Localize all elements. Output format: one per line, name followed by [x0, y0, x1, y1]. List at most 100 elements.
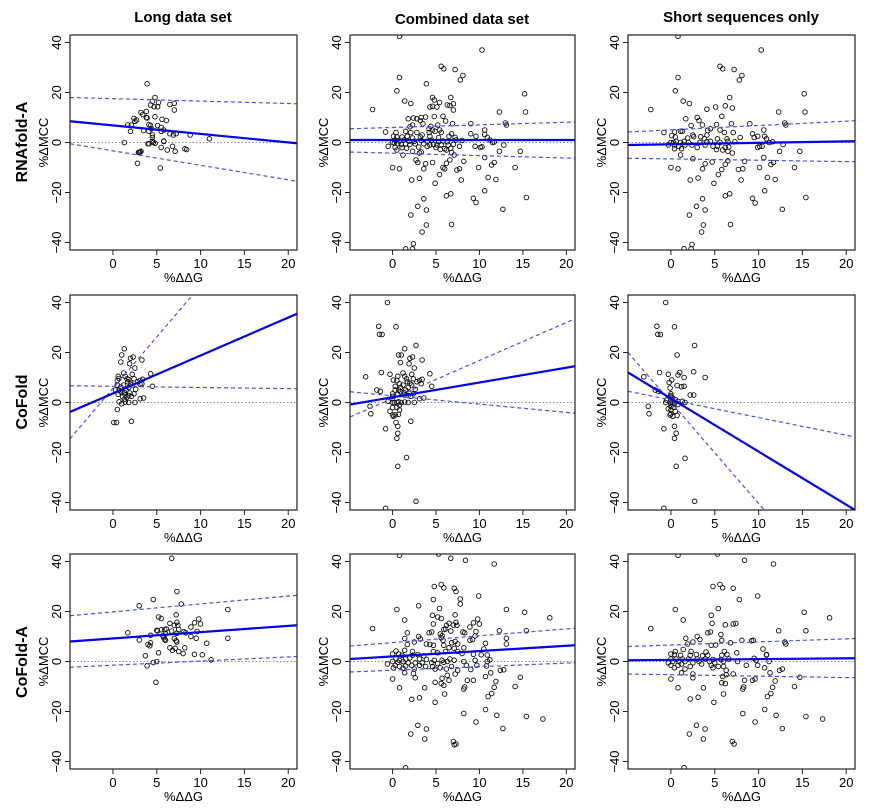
- data-point: [154, 628, 161, 634]
- data-point: [389, 658, 396, 665]
- data-point: [709, 620, 715, 627]
- data-point: [721, 129, 728, 136]
- y-tick-label: 0: [49, 658, 64, 665]
- data-point: [422, 161, 429, 167]
- data-point: [206, 136, 213, 142]
- data-point: [661, 129, 667, 136]
- data-point: [401, 399, 408, 405]
- data-point: [704, 106, 710, 113]
- data-point: [423, 726, 430, 732]
- y-axis-label: %ΔMCC: [316, 118, 331, 168]
- y-tick-label: 20: [607, 604, 622, 618]
- data-point: [783, 641, 789, 647]
- y-axis-label: %ΔMCC: [594, 637, 609, 687]
- confidence-band-upper: [350, 627, 575, 647]
- data-point: [385, 143, 391, 150]
- data-point: [701, 136, 708, 142]
- confidence-band-lower: [350, 662, 575, 673]
- data-point: [479, 144, 485, 150]
- y-tick-label: −40: [329, 231, 344, 253]
- data-point: [132, 399, 138, 406]
- data-point: [453, 619, 459, 626]
- data-point: [143, 108, 150, 115]
- data-point: [428, 629, 435, 635]
- data-point: [127, 355, 134, 362]
- confidence-band-lower: [350, 151, 575, 159]
- data-point: [423, 207, 430, 213]
- y-axis-label: %ΔMCC: [316, 637, 331, 687]
- data-point: [397, 359, 404, 366]
- data-point: [439, 675, 445, 682]
- data-point: [171, 622, 178, 629]
- x-tick-label: 15: [237, 256, 251, 271]
- data-point: [740, 684, 747, 690]
- data-point: [409, 648, 416, 655]
- data-point: [113, 419, 120, 426]
- data-point: [154, 658, 160, 665]
- data-point: [448, 94, 454, 101]
- data-point: [731, 66, 737, 73]
- x-tick-label: 10: [193, 256, 207, 271]
- data-point: [389, 164, 396, 171]
- data-point: [157, 165, 164, 171]
- data-point: [467, 624, 473, 630]
- data-point: [725, 148, 731, 155]
- data-point: [693, 203, 700, 210]
- data-point: [164, 147, 171, 153]
- data-point: [409, 246, 416, 250]
- data-point: [728, 120, 735, 127]
- data-point: [470, 677, 477, 684]
- data-point: [671, 665, 678, 671]
- data-point: [547, 615, 553, 621]
- data-point: [161, 636, 168, 643]
- y-tick-label: −40: [607, 491, 622, 513]
- data-point: [461, 630, 468, 636]
- data-point: [174, 588, 180, 595]
- data-point: [665, 406, 672, 412]
- data-point: [668, 164, 674, 171]
- data-point: [416, 695, 423, 701]
- data-point: [369, 625, 376, 632]
- data-point: [467, 637, 473, 644]
- regression-line: [70, 120, 297, 145]
- x-tick-label: 15: [795, 775, 809, 790]
- y-tick-label: −20: [607, 181, 622, 203]
- data-point: [476, 621, 483, 627]
- y-tick-label: 20: [329, 85, 344, 99]
- data-point: [384, 299, 391, 306]
- y-tick-label: 20: [329, 604, 344, 618]
- data-point: [193, 635, 199, 642]
- x-tick-label: 0: [667, 775, 674, 790]
- data-point: [700, 736, 707, 742]
- data-point: [422, 663, 429, 670]
- data-point: [730, 585, 736, 592]
- data-point: [717, 581, 723, 588]
- data-point: [754, 133, 761, 140]
- data-point: [167, 620, 173, 627]
- data-point: [740, 710, 746, 717]
- data-point: [394, 606, 400, 613]
- data-point: [736, 77, 743, 83]
- data-point: [675, 166, 681, 172]
- data-point: [470, 620, 477, 626]
- data-point: [159, 116, 165, 123]
- x-tick-label: 5: [432, 775, 439, 790]
- data-point: [171, 107, 178, 113]
- data-point: [387, 408, 393, 415]
- data-point: [512, 164, 518, 171]
- data-point: [680, 646, 686, 653]
- data-point: [446, 645, 452, 651]
- data-point: [708, 642, 715, 649]
- data-point: [178, 601, 185, 607]
- data-point: [491, 684, 497, 691]
- data-point: [741, 158, 748, 165]
- data-point: [173, 638, 179, 644]
- x-tick-label: 0: [667, 516, 674, 531]
- data-point: [400, 658, 406, 665]
- x-tick-label: 20: [839, 516, 853, 531]
- data-point: [496, 109, 503, 115]
- row-label-cofold-a: CoFold-A: [14, 626, 31, 698]
